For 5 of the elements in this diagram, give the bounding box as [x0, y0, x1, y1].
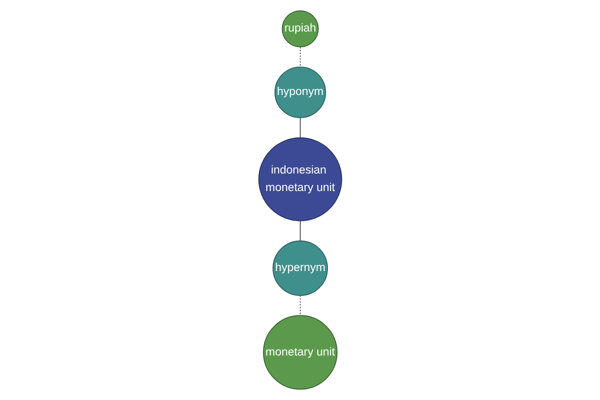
node-circle: hyponym [274, 66, 326, 118]
node-circle: indonesian monetary unit [258, 137, 342, 222]
node-circle: hypernym [272, 240, 328, 296]
node-circle: monetary unit [262, 315, 338, 390]
node-circle: rupiah [282, 10, 318, 48]
